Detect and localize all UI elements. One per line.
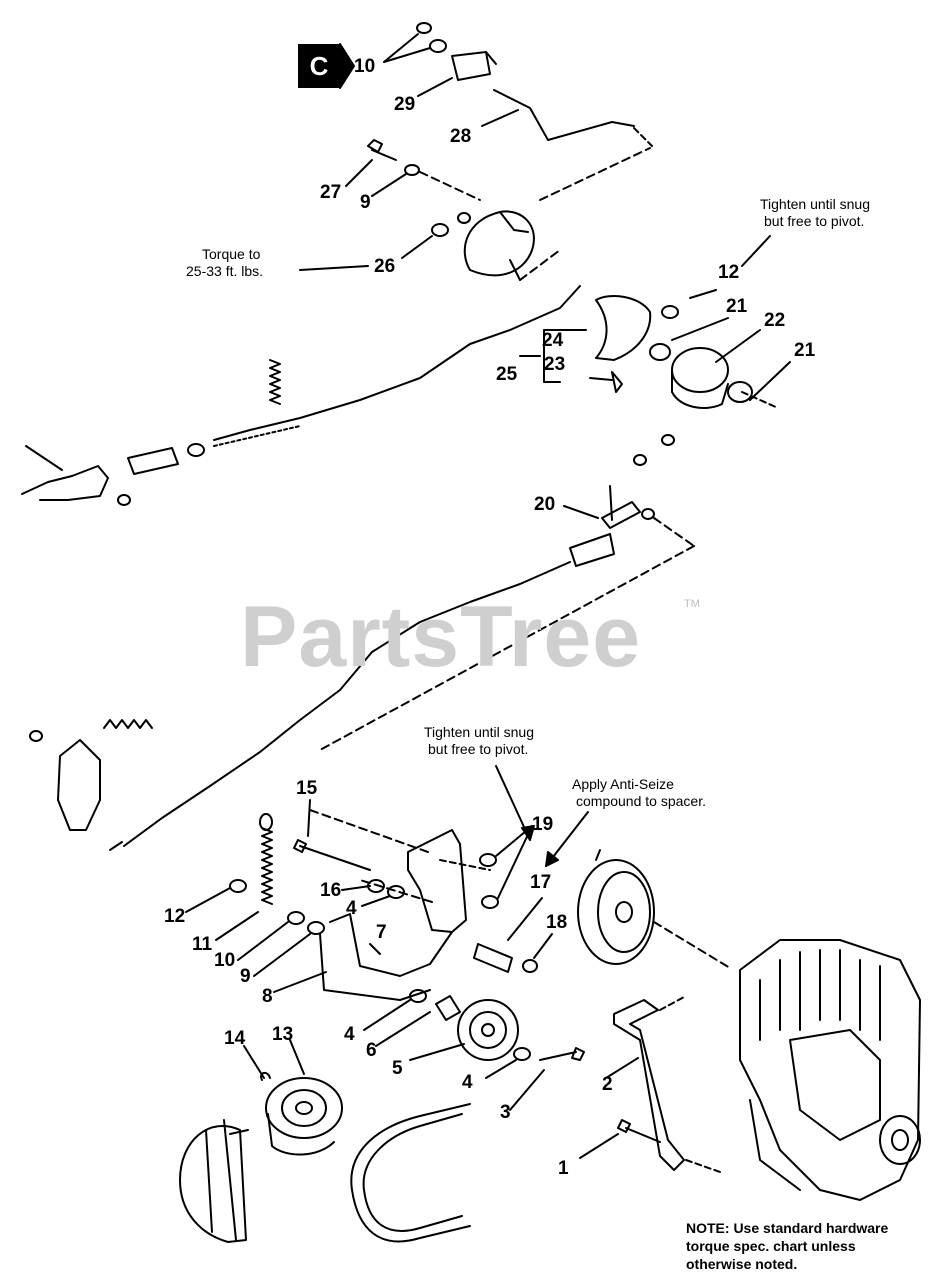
callout-22: 22 [764, 310, 786, 331]
mounting-bracket-2 [613, 999, 685, 1171]
callout-9-top: 9 [360, 192, 371, 213]
spring-11 [261, 827, 273, 905]
watermark-tm: TM [684, 598, 700, 610]
bolt-3 [539, 1047, 585, 1061]
washer-4-a [387, 885, 405, 899]
callout-17: 17 [530, 872, 552, 893]
bolt-27 [367, 139, 397, 161]
pedal-bracket [29, 730, 123, 851]
engine-pulley [577, 849, 655, 965]
callout-10-top: 10 [354, 56, 376, 77]
nut-10-a [416, 22, 432, 34]
callout-6: 6 [366, 1040, 377, 1061]
drive-belt [350, 1103, 471, 1243]
bell-crank-left [21, 445, 131, 506]
washer-4-b [409, 989, 427, 1003]
callout-5: 5 [392, 1058, 403, 1079]
callout-12-top: 12 [718, 262, 740, 283]
callout-1: 1 [558, 1158, 569, 1179]
nut-19-b [481, 895, 499, 909]
section-arrow-icon [339, 43, 355, 89]
spring-middle [103, 719, 153, 729]
spacer-6 [435, 995, 461, 1021]
pin-23 [611, 371, 623, 393]
callout-28: 28 [450, 126, 472, 147]
callout-10-low: 10 [214, 950, 236, 971]
nut-10-low [287, 911, 305, 925]
callout-16: 16 [320, 880, 342, 901]
pulley-13 [265, 1077, 343, 1156]
note-snug-top-line1: Tighten until snug [760, 196, 870, 212]
callout-26: 26 [374, 256, 396, 277]
note-footer-line2: torque spec. chart unless [686, 1238, 856, 1254]
bolt-15 [293, 839, 371, 871]
callout-24: 24 [542, 330, 564, 351]
note-antiseize-line1: Apply Anti-Seize [572, 776, 674, 792]
callout-4-b: 4 [344, 1024, 355, 1045]
brake-rod-lower [123, 561, 571, 847]
washer-9-low [307, 921, 325, 935]
washer-4-c [513, 1047, 531, 1061]
washer-21-b [727, 381, 753, 403]
callout-9-low: 9 [240, 966, 251, 987]
note-torque-line1: Torque to [202, 246, 261, 262]
brake-bracket-25 [463, 210, 535, 277]
callout-21-a: 21 [726, 296, 748, 317]
nut-12-low [229, 879, 247, 893]
callout-23: 23 [544, 354, 566, 375]
idler-pulley-5 [457, 999, 519, 1061]
note-snug-mid-line1: Tighten until snug [424, 724, 534, 740]
callout-12-low: 12 [164, 906, 186, 927]
idler-bracket [319, 829, 467, 1001]
callout-18: 18 [546, 912, 568, 933]
spring-upper [269, 359, 281, 405]
washer-21-a [649, 343, 671, 361]
note-snug-mid-line2: but free to pivot. [428, 741, 529, 757]
nut-26 [431, 223, 449, 237]
arm-20 [569, 434, 675, 567]
callout-3: 3 [500, 1102, 511, 1123]
sleeve-29 [451, 51, 497, 81]
bolt-1 [617, 1119, 661, 1143]
callout-29: 29 [394, 94, 416, 115]
note-footer-line1: NOTE: Use standard hardware [686, 1220, 889, 1236]
brake-shoe-24 [595, 295, 652, 361]
nut-18 [522, 959, 538, 973]
nut-19-a [479, 853, 497, 867]
brake-rod-upper [213, 285, 581, 441]
callout-25: 25 [496, 364, 518, 385]
nut-9-top [404, 164, 420, 176]
note-snug-top-line2: but free to pivot. [764, 213, 865, 229]
callout-19: 19 [532, 814, 554, 835]
spacer-17 [473, 943, 513, 973]
nut-12-top [661, 305, 679, 319]
callout-20: 20 [534, 494, 556, 515]
callout-13: 13 [272, 1024, 294, 1045]
callout-15: 15 [296, 778, 318, 799]
callout-2: 2 [602, 1074, 613, 1095]
callout-11: 11 [192, 934, 213, 955]
callout-8: 8 [262, 986, 273, 1007]
nut-10-b [429, 39, 447, 53]
sleeve-upper [127, 447, 179, 475]
note-footer-line3: otherwise noted. [686, 1256, 798, 1272]
note-torque-line2: 25-33 ft. lbs. [186, 263, 264, 279]
callout-7: 7 [376, 922, 387, 943]
brake-drum-22 [671, 347, 729, 409]
watermark: PartsTree [240, 589, 642, 685]
callout-4-a: 4 [346, 898, 357, 919]
callout-14: 14 [224, 1028, 246, 1049]
section-badge: C [298, 44, 340, 88]
note-antiseize-line2: compound to spacer. [576, 793, 706, 809]
drive-wheel [179, 1119, 249, 1243]
callout-27: 27 [320, 182, 342, 203]
engine-block [739, 939, 921, 1201]
rod-28 [493, 89, 635, 141]
callout-4-c: 4 [462, 1072, 473, 1093]
pin-14 [260, 1072, 271, 1081]
callout-21-b: 21 [794, 340, 816, 361]
